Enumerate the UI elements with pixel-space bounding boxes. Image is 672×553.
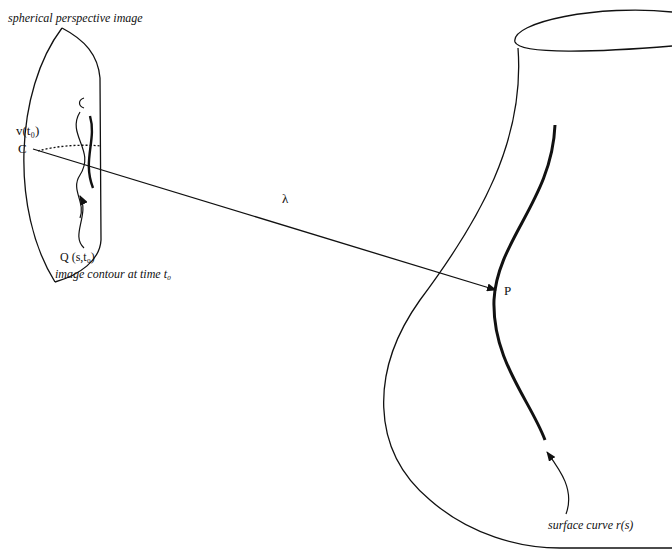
leader-line [547, 452, 569, 514]
distance-label: λ [282, 192, 288, 206]
ray-line [33, 149, 496, 290]
vector-label: v(t₀) [16, 124, 39, 138]
curve-label: surface curve r(s) [548, 519, 633, 532]
spherical-image [24, 28, 101, 282]
point-label: C [18, 142, 27, 156]
image-contour [76, 98, 93, 248]
contour-label: Q (s,t₀) [60, 251, 95, 264]
surface-curve [494, 125, 555, 440]
figure-title: spherical perspective image [8, 12, 143, 25]
caption-label: image contour at time t₀ [55, 268, 171, 281]
point-label: P [504, 284, 511, 298]
surface-outline [384, 10, 672, 548]
